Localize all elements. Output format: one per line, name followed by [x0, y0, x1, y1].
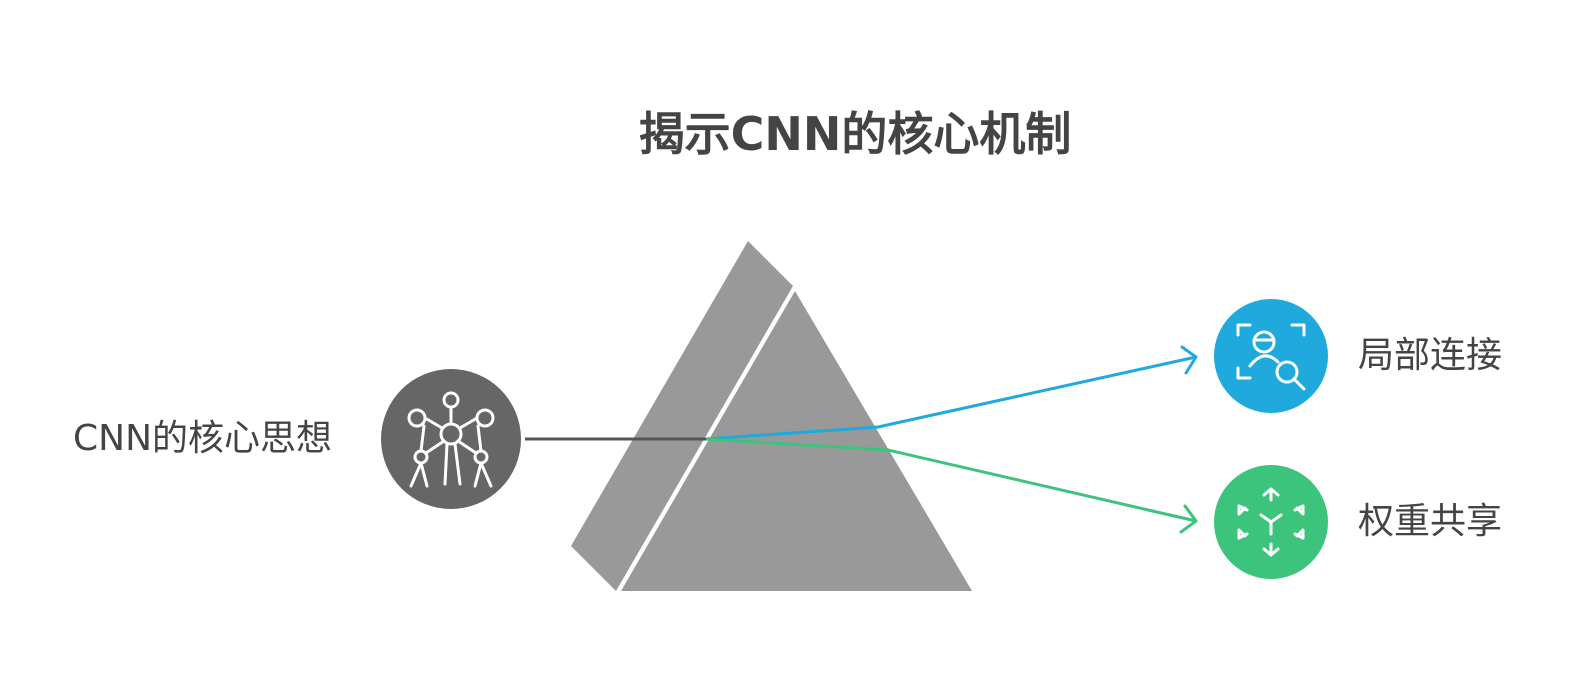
cube-scan-icon: [1237, 487, 1305, 557]
output-label-local-connection: 局部连接: [1358, 335, 1503, 376]
face-scan-search-icon: [1236, 323, 1306, 391]
output-label-weight-sharing: 权重共享: [1358, 501, 1503, 542]
beam-local-connection: [705, 355, 1197, 441]
prism-front-face: [621, 291, 972, 591]
arrowhead-local-connection: [1180, 345, 1198, 375]
output-node-weight-sharing: [1214, 465, 1328, 579]
input-label: CNN的核心思想: [73, 418, 332, 459]
output-node-local-connection: [1214, 299, 1328, 413]
input-node: [381, 369, 521, 509]
diagram-title: 揭示CNN的核心机制: [638, 107, 1072, 161]
beam-weight-sharing: [705, 437, 1197, 523]
network-structure-icon: [407, 391, 495, 488]
prism-back-face: [571, 241, 793, 591]
arrowhead-weight-sharing: [1179, 504, 1198, 534]
